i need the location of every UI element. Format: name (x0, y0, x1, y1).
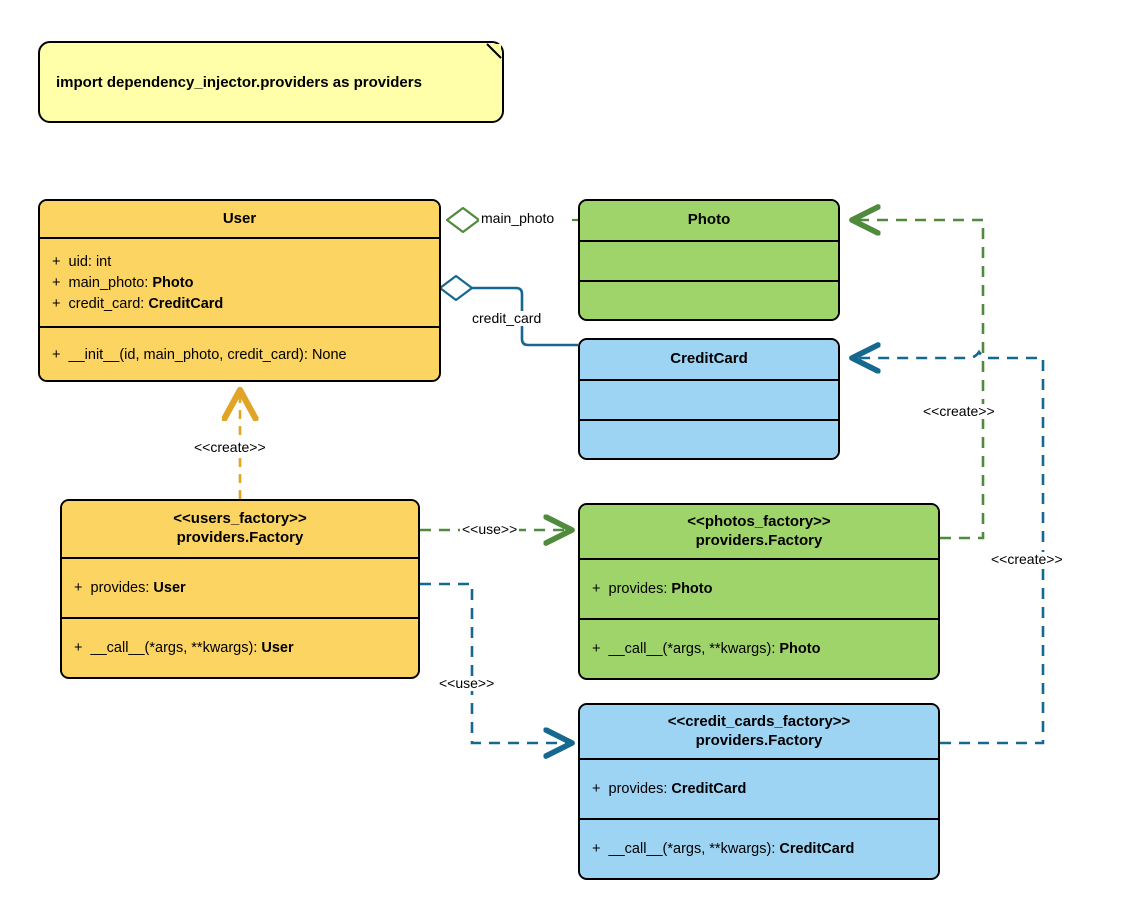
page-fold-icon (486, 43, 502, 59)
attribute-row: + provides: Photo (592, 579, 712, 600)
attribute-type: CreditCard (148, 296, 224, 312)
visibility-marker: + (592, 781, 605, 798)
class-attributes-photos-factory: + provides: Photo (580, 560, 938, 620)
class-header-creditcard: CreditCard (580, 340, 838, 381)
operation-return-type: User (261, 639, 294, 656)
attribute-name: provides: (608, 581, 672, 598)
operation-row: + __call__(*args, **kwargs): User (74, 640, 294, 656)
attribute-name: uid: (68, 253, 96, 270)
visibility-marker: + (592, 640, 605, 657)
class-box-user[interactable]: User + uid: int + main_photo: Photo + cr… (38, 199, 441, 382)
operation-return-type: Photo (779, 640, 821, 657)
class-attributes-credit-cards-factory: + provides: CreditCard (580, 760, 938, 820)
operation-name: __init__(id, main_photo, credit_card): (68, 346, 312, 363)
attribute-type: CreditCard (671, 781, 747, 798)
class-box-credit-cards-factory[interactable]: <<credit_cards_factory>> providers.Facto… (578, 703, 940, 880)
edge-label-main-photo: main_photo (479, 210, 557, 227)
class-box-photos-factory[interactable]: <<photos_factory>> providers.Factory + p… (578, 503, 940, 680)
edge-label-credit-card: credit_card (470, 310, 544, 327)
attribute-name: main_photo: (68, 274, 153, 291)
attribute-type: Photo (671, 581, 713, 598)
edge-label-create-credit-card: <<create>> (989, 551, 1065, 568)
visibility-marker: + (74, 639, 87, 656)
class-operations-users-factory: + __call__(*args, **kwargs): User (62, 619, 418, 676)
class-attributes-user: + uid: int + main_photo: Photo + credit_… (40, 239, 439, 328)
class-attributes-photo (580, 242, 838, 282)
class-header-users-factory: <<users_factory>> providers.Factory (62, 501, 418, 559)
edge-use-credit-cards-factory (420, 582, 572, 743)
import-note: import dependency_injector.providers as … (38, 41, 504, 123)
attribute-name: provides: (90, 580, 154, 597)
attribute-name: provides: (608, 781, 672, 798)
class-operations-photo (580, 282, 838, 319)
visibility-marker: + (52, 253, 65, 270)
class-name-credit-cards-factory: providers.Factory (695, 731, 823, 749)
edge-create-photo (852, 220, 985, 540)
visibility-marker: + (592, 581, 605, 598)
attribute-row: + provides: User (74, 578, 186, 599)
operation-name: __call__(*args, **kwargs): (90, 639, 262, 656)
operation-return-type: None (311, 346, 347, 363)
edge-label-use-credit-cards-factory: <<use>> (437, 675, 497, 692)
class-name-creditcard: CreditCard (670, 350, 748, 368)
class-name-photo: Photo (687, 211, 731, 229)
attribute-row: + uid: int (52, 252, 111, 273)
edge-label-create-user: <<create>> (192, 439, 268, 456)
class-operations-creditcard (580, 421, 838, 458)
class-header-photo: Photo (580, 201, 838, 242)
class-name-user: User (222, 209, 257, 227)
class-name-users-factory: providers.Factory (176, 529, 304, 546)
attribute-name: credit_card: (68, 296, 149, 312)
class-header-credit-cards-factory: <<credit_cards_factory>> providers.Facto… (580, 705, 938, 760)
attribute-type: Photo (152, 274, 194, 291)
visibility-marker: + (74, 580, 87, 597)
class-header-photos-factory: <<photos_factory>> providers.Factory (580, 505, 938, 560)
operation-name: __call__(*args, **kwargs): (608, 640, 780, 657)
class-stereotype-users-factory: <<users_factory>> (173, 510, 307, 528)
visibility-marker: + (52, 274, 65, 291)
class-operations-photos-factory: + __call__(*args, **kwargs): Photo (580, 620, 938, 677)
import-note-text: import dependency_injector.providers as … (56, 73, 422, 91)
operation-row: + __call__(*args, **kwargs): CreditCard (592, 841, 854, 857)
attribute-row: + provides: CreditCard (592, 779, 746, 800)
class-operations-user: + __init__(id, main_photo, credit_card):… (40, 328, 439, 380)
edge-label-create-photo: <<create>> (921, 403, 997, 420)
visibility-marker: + (52, 346, 65, 363)
operation-row: + __init__(id, main_photo, credit_card):… (52, 347, 347, 363)
class-stereotype-photos-factory: <<photos_factory>> (687, 512, 831, 530)
class-box-photo[interactable]: Photo (578, 199, 840, 321)
class-name-photos-factory: providers.Factory (695, 531, 823, 549)
class-box-creditcard[interactable]: CreditCard (578, 338, 840, 460)
operation-row: + __call__(*args, **kwargs): Photo (592, 641, 820, 657)
attribute-type: User (153, 580, 186, 597)
visibility-marker: + (52, 296, 65, 312)
class-stereotype-credit-cards-factory: <<credit_cards_factory>> (667, 712, 851, 730)
operation-name: __call__(*args, **kwargs): (608, 840, 780, 857)
class-operations-credit-cards-factory: + __call__(*args, **kwargs): CreditCard (580, 820, 938, 877)
class-box-users-factory[interactable]: <<users_factory>> providers.Factory + pr… (60, 499, 420, 679)
attribute-row: + credit_card: CreditCard (52, 294, 223, 315)
visibility-marker: + (592, 840, 605, 857)
operation-return-type: CreditCard (779, 840, 855, 857)
class-header-user: User (40, 201, 439, 239)
attribute-type: int (95, 253, 112, 270)
edge-label-use-photos-factory: <<use>> (460, 521, 520, 538)
class-attributes-creditcard (580, 381, 838, 421)
class-attributes-users-factory: + provides: User (62, 559, 418, 619)
attribute-row: + main_photo: Photo (52, 273, 193, 294)
